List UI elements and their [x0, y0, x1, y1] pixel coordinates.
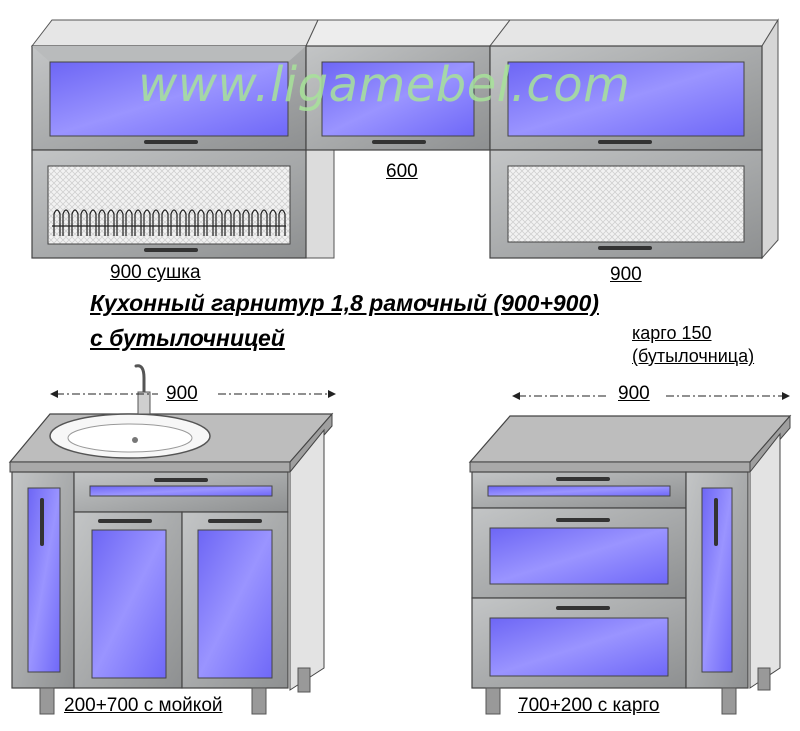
- dryer-rack-loop: [62, 209, 70, 236]
- dryer-rack-loop: [98, 209, 106, 236]
- cargo-door: [685, 471, 749, 689]
- label-base-left: 200+700 с мойкой: [62, 695, 225, 717]
- dryer-rack-loop: [206, 209, 214, 236]
- sink-door-right: [181, 511, 289, 689]
- base-cabinet-sink: [8, 364, 336, 715]
- dryer-rack-loop: [116, 209, 124, 236]
- upper-left-glass-door: [31, 45, 307, 151]
- label-upper-left: 900 сушка: [108, 262, 203, 284]
- base-cabinet-drawers: [468, 392, 792, 715]
- page-title-line2: с бутылочницей: [90, 325, 285, 351]
- label-upper-right: 900: [608, 264, 644, 286]
- upper-middle-glass-door: [305, 45, 491, 151]
- drawer-bottom: [471, 597, 687, 689]
- dim-left-width: 900: [164, 383, 200, 405]
- label-cargo: карго 150: [630, 322, 714, 344]
- dryer-rack-loop: [197, 209, 205, 236]
- label-base-right: 700+200 с карго: [516, 695, 662, 717]
- dryer-rack-loop: [260, 209, 268, 236]
- dryer-rack-loop: [278, 209, 286, 236]
- dryer-rack-loop: [134, 209, 142, 236]
- dryer-rack-loop: [89, 209, 97, 236]
- page-title-line1: Кухонный гарнитур 1,8 рамочный (900+900): [90, 290, 599, 316]
- dim-right-width: 900: [616, 383, 652, 405]
- dryer-rack-loop: [143, 209, 151, 236]
- dryer-rack-loop: [233, 209, 241, 236]
- upper-cabinets: [30, 18, 779, 260]
- dryer-rack-loop: [215, 209, 223, 236]
- upper-right-glass-door: [489, 45, 763, 151]
- dryer-rack-loop: [53, 209, 61, 236]
- drawer-middle: [471, 507, 687, 599]
- dryer-rack-loop: [179, 209, 187, 236]
- upper-right-lower-door: [489, 149, 763, 259]
- dryer-rack-loop: [269, 209, 277, 236]
- dryer-rack-loop: [224, 209, 232, 236]
- dryer-rack-loop: [107, 209, 115, 236]
- label-upper-middle: 600: [384, 161, 420, 183]
- dryer-rack-loop: [242, 209, 250, 236]
- dryer-rack-loop: [251, 209, 259, 236]
- dryer-rack-loop: [188, 209, 196, 236]
- label-cargo-bottle: (бутылочница): [630, 345, 757, 367]
- dryer-rack-loop: [80, 209, 88, 236]
- dryer-rack-loop: [161, 209, 169, 236]
- dryer-rack-loop: [170, 209, 178, 236]
- sink-door-left: [73, 511, 183, 689]
- dish-dryer-section: [31, 149, 307, 259]
- sink-left-narrow-door: [11, 471, 75, 689]
- dryer-rack-loop: [125, 209, 133, 236]
- sink-bowl: [49, 413, 211, 459]
- drawer-top: [471, 471, 687, 509]
- sink-top-drawer: [73, 471, 289, 513]
- dryer-rack-loop: [152, 209, 160, 236]
- faucet: [134, 364, 151, 415]
- dryer-rack-loop: [71, 209, 79, 236]
